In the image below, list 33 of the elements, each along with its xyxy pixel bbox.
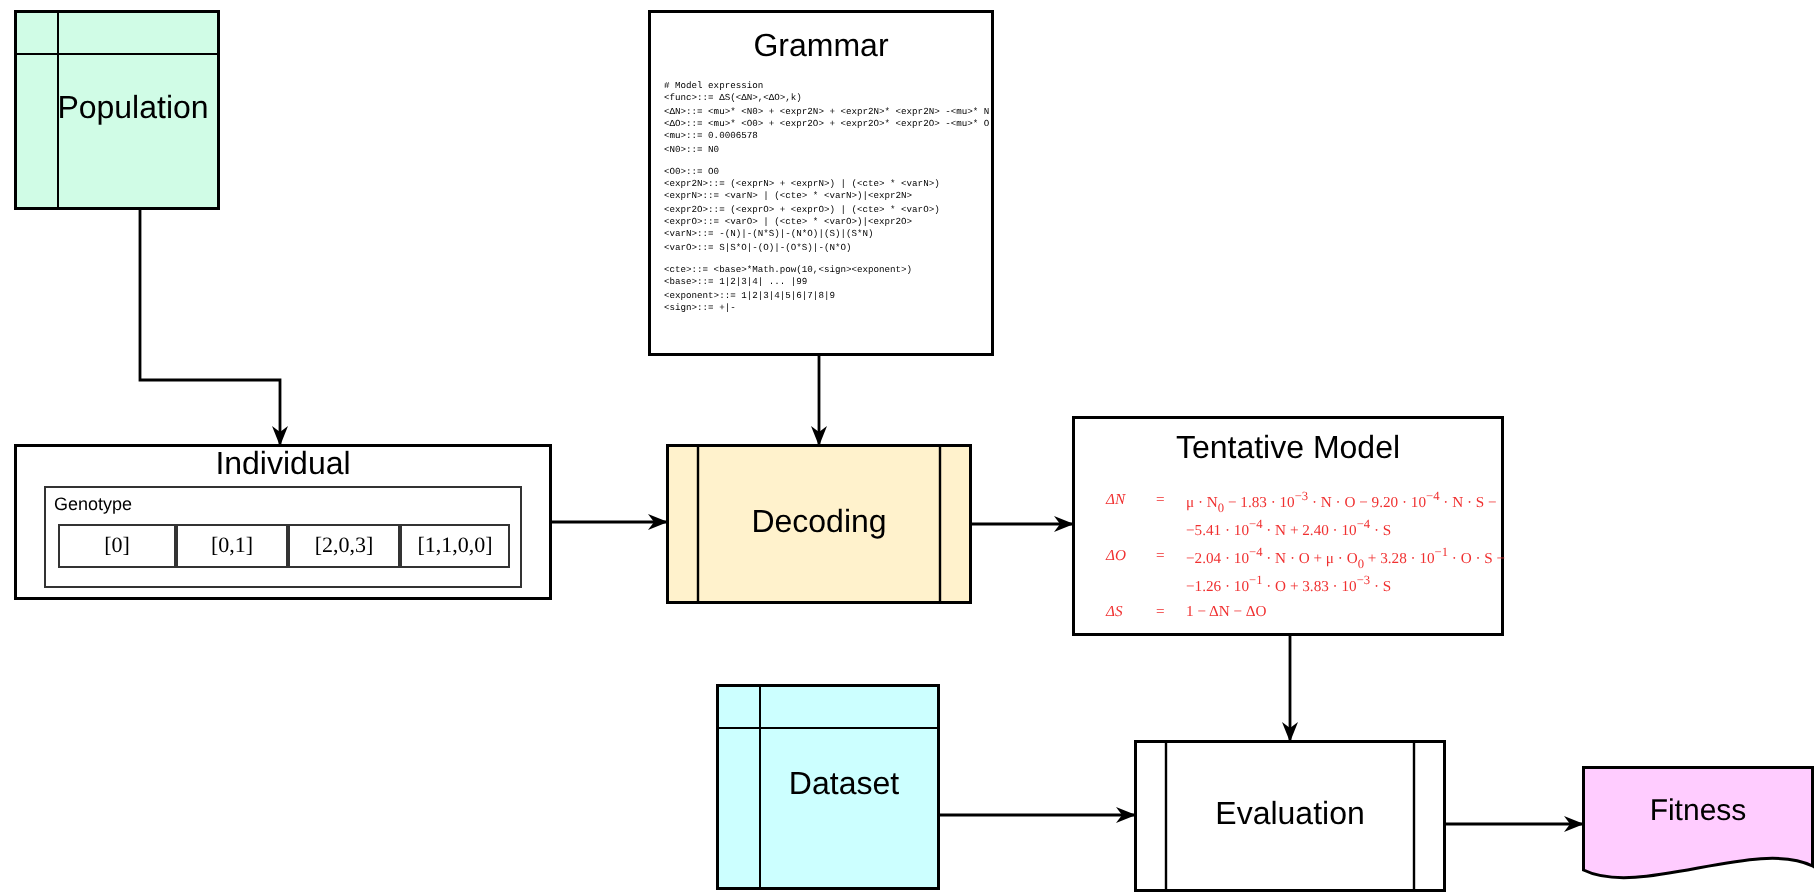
genotype-cell — [288, 524, 400, 568]
model-title: Tentative Model — [1173, 432, 1403, 468]
arrow — [940, 807, 1136, 823]
genotype-label: [2,0,3] — [312, 533, 376, 558]
evaluation-box — [1134, 740, 1446, 892]
dataset-box — [716, 684, 940, 890]
genotype-cell — [58, 524, 176, 568]
grammar-box — [648, 10, 994, 356]
genotype-label: [0] — [102, 533, 132, 558]
arrow — [552, 514, 668, 530]
arrow — [1446, 816, 1584, 832]
grammar-title: Grammar — [751, 30, 891, 66]
genotype-label: [1,1,0,0] — [415, 533, 495, 558]
decoding-label: Decoding — [749, 505, 889, 542]
individual-label: Individual — [213, 448, 353, 484]
genotype-label: [0,1] — [208, 533, 256, 558]
fitness-document — [1582, 766, 1814, 882]
genotype-label: Genotype — [54, 494, 133, 514]
population-label: Population — [55, 91, 211, 128]
tentative-model-box — [1072, 416, 1504, 636]
arrow — [811, 356, 827, 446]
dataset-label: Dataset — [786, 768, 902, 805]
decoding-box — [666, 444, 972, 604]
genotype-cell — [400, 524, 510, 568]
genotype-box — [44, 486, 522, 588]
population-box — [14, 10, 220, 210]
arrow — [138, 210, 288, 446]
fitness-label: Fitness — [1647, 793, 1749, 827]
evaluation-label: Evaluation — [1213, 797, 1367, 834]
arrow — [1282, 636, 1298, 742]
individual-box — [14, 444, 552, 600]
genotype-cell — [176, 524, 288, 568]
arrow — [972, 516, 1074, 532]
